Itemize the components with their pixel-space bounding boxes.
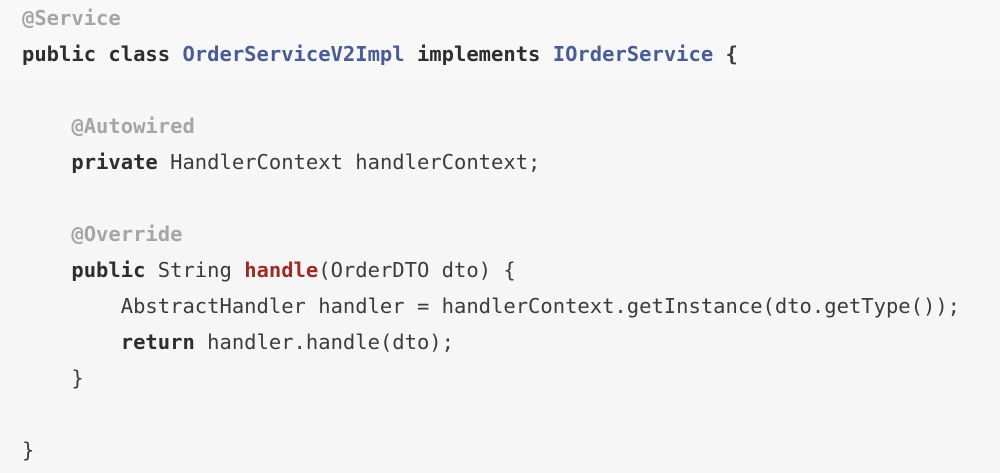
code-token-ws (22, 150, 71, 174)
code-token-ws (22, 114, 71, 138)
code-line: private HandlerContext handlerContext; (0, 144, 1000, 180)
code-line: public String handle(OrderDTO dto) { (0, 252, 1000, 288)
code-token-method: handle (244, 258, 319, 282)
code-token-plain: AbstractHandler handler = handlerContext… (120, 294, 961, 318)
code-line: AbstractHandler handler = handlerContext… (0, 288, 1000, 324)
code-token-kw: implements (404, 42, 553, 66)
code-line: @Override (0, 216, 1000, 252)
code-line-blank (0, 72, 1000, 108)
code-line: } (0, 360, 1000, 396)
code-token-ws (22, 366, 71, 390)
code-line: } (0, 432, 1000, 468)
code-token-plain: HandlerContext handlerContext; (157, 150, 541, 174)
code-token-type: IOrderService (552, 42, 714, 66)
code-token-ann: @Autowired (71, 114, 195, 138)
code-token-ws (22, 294, 121, 318)
code-token-ws (22, 258, 71, 282)
code-line: @Autowired (0, 108, 1000, 144)
code-token-ann: @Service (22, 6, 121, 30)
code-token-plain: } (22, 438, 35, 462)
code-token-punct: { (713, 42, 738, 66)
code-token-kw: private (71, 150, 158, 174)
code-token-ws (22, 222, 71, 246)
code-line-blank (0, 396, 1000, 432)
code-line: @Service (0, 0, 1000, 36)
code-line-blank (0, 180, 1000, 216)
code-token-plain: (OrderDTO dto) { (318, 258, 516, 282)
code-line: return handler.handle(dto); (0, 324, 1000, 360)
code-token-kw: public class (22, 42, 183, 66)
code-token-ws (22, 330, 121, 354)
code-token-ann: @Override (71, 222, 183, 246)
code-token-type: OrderServiceV2Impl (182, 42, 405, 66)
code-token-kw: return (120, 330, 195, 354)
code-token-plain: String (145, 258, 245, 282)
code-token-plain: } (71, 366, 84, 390)
code-token-plain: handler.handle(dto); (194, 330, 454, 354)
code-line: public class OrderServiceV2Impl implemen… (0, 36, 1000, 72)
code-token-kw: public (71, 258, 146, 282)
